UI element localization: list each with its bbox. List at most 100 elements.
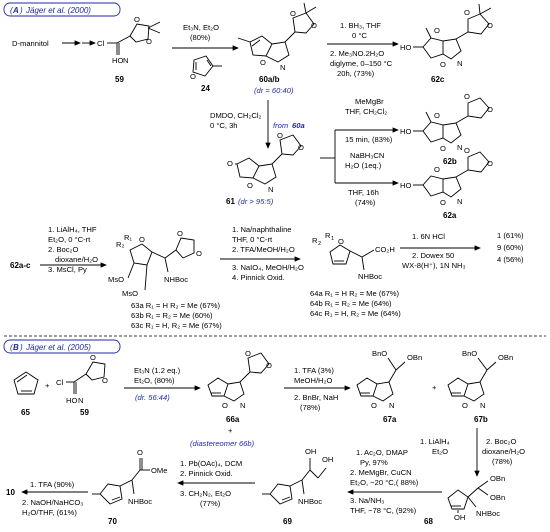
svg-text:N: N <box>78 396 83 405</box>
reagent-63-64-line2: THF, 0 °C-rt <box>232 235 273 244</box>
reagent-68-69-line5: 3. Na/NH₃ <box>350 496 384 505</box>
reagent-67-68-line1: 1. LiAlH₄ <box>420 437 450 446</box>
svg-text:OBn: OBn <box>490 493 505 502</box>
label-62ac: 62a-c <box>10 261 31 270</box>
reagent-62-63-line2: Et₂O, 0 °C-rt <box>48 235 91 244</box>
svg-text:N: N <box>389 401 394 410</box>
start-material: D-mannitol <box>12 39 49 48</box>
section-a-letter: A <box>12 6 19 15</box>
structure-70: O OMe NHBoc <box>92 448 167 506</box>
structure-67a: O N BnO OBn <box>356 349 422 410</box>
final-product-9: 9 (60%) <box>497 243 524 252</box>
label-24: 24 <box>201 84 210 93</box>
dr-66: (dr. 56:44) <box>135 393 170 402</box>
svg-text:O: O <box>440 60 446 69</box>
svg-text:O: O <box>137 448 143 457</box>
svg-text:R₂: R₂ <box>116 240 124 249</box>
reagent-66-67-line3: 2. BnBr, NaH <box>294 393 338 402</box>
svg-text:O: O <box>190 72 196 81</box>
reagent-66-67-line2: MeOH/H₂O <box>294 376 332 385</box>
compound-63a: 63a R₁ = H R₂ = Me (67%) <box>131 301 221 310</box>
svg-text:O: O <box>487 21 493 30</box>
reagent-63-64-line1: 1. Na/naphthaline <box>232 225 292 234</box>
label-67b: 67b <box>474 415 488 424</box>
svg-text:O: O <box>222 401 228 410</box>
reagent-70-10-line1: 1. TFA (90%) <box>30 480 75 489</box>
atom-mso: MsO <box>108 275 124 284</box>
section-b-author: Jäger et al. (2005) <box>25 343 91 352</box>
reagent-68-69-line4: Et₂O, −20 °C,( 88%) <box>350 478 419 487</box>
reagent-68-69-line2: Py, 97% <box>360 458 388 467</box>
svg-text:O: O <box>434 26 440 35</box>
structure-69: OH OH NHBoc <box>262 447 333 506</box>
structure-59-b: Cl HO N O O <box>56 353 108 405</box>
reagent-62-63-line3: 2. Boc₂O <box>48 245 78 254</box>
section-a-open-paren: ( <box>10 6 14 15</box>
from-60a-compound: 60a <box>292 121 305 130</box>
svg-text:O: O <box>196 249 202 258</box>
reagent-64-final-line3: WX-8(H⁺), 1N NH₃ <box>402 261 466 270</box>
svg-text:O: O <box>311 21 317 30</box>
svg-text:HO: HO <box>400 127 411 136</box>
section-b-close-paren: ) <box>19 343 23 352</box>
atom-oh-68: OH <box>454 513 465 522</box>
svg-text:O: O <box>227 159 233 168</box>
compound-64b: 64b R₁ = R₂ = Me (64%) <box>310 299 392 308</box>
atom-nhboc-63: NHBoc <box>164 275 188 284</box>
label-70: 70 <box>108 517 117 526</box>
reagent-69-70-line1: 1. Pb(OAc)₄, DCM <box>180 459 242 468</box>
svg-text:R₁: R₁ <box>124 233 132 242</box>
label-66a: 66a <box>226 415 240 424</box>
structure-62c: HO O O N O O <box>400 3 493 69</box>
reagent-66-67-line4: (78%) <box>300 403 321 412</box>
structure-59: Cl HO N O O <box>97 15 161 65</box>
svg-text:N: N <box>280 63 285 72</box>
reagent-60-61-line1: DMDO, CH₂Cl₂ <box>210 111 262 120</box>
svg-text:O: O <box>90 353 96 362</box>
reagent-61-62a-line4: (74%) <box>355 198 376 207</box>
reagent-64-final-line2: 2. Dowex 50 <box>412 251 454 260</box>
label-10: 10 <box>6 488 15 497</box>
svg-text:1: 1 <box>331 236 334 242</box>
svg-text:O: O <box>266 361 272 370</box>
svg-text:O: O <box>260 58 266 67</box>
compound-63c: 63c R₁ = H, R₂ = Me (67%) <box>131 321 222 330</box>
reagent-70-10-line3: H₂O/THF, (61%) <box>22 508 77 517</box>
reagent-63-64-line4: 3. NaIO₄, MeOH/H₂O <box>232 263 304 272</box>
reagent-67-68-line5: (78%) <box>492 457 513 466</box>
reagent-60-62c-line5: 20h, (73%) <box>337 69 375 78</box>
svg-text:O: O <box>247 181 253 190</box>
label-62c: 62c <box>431 75 445 84</box>
final-product-4: 4 (56%) <box>497 255 524 264</box>
svg-text:O: O <box>245 349 251 358</box>
structure-65 <box>13 371 39 395</box>
label-61: 61 <box>226 197 235 206</box>
reagent-60-62c-line3: 2. Me₃NO.2H₂O <box>330 49 384 58</box>
svg-text:O: O <box>146 37 152 46</box>
reagent-69-70-line4: (77%) <box>200 499 221 508</box>
svg-text:O: O <box>464 8 470 17</box>
reagent-68-69-line1: 1. Ac₂O, DMAP <box>356 448 408 457</box>
structure-66a: O N O O <box>207 349 272 410</box>
section-a: ( A ) Jäger et al. (2000) D-mannitol Cl … <box>3 2 524 330</box>
compound-64a: 64a R₁ = H R₂ = Me (67%) <box>310 289 400 298</box>
svg-text:O: O <box>440 144 446 153</box>
label-68: 68 <box>424 517 433 526</box>
reagent-62-63-line1: 1. LiAlH₄, THF <box>48 225 97 234</box>
svg-text:O: O <box>440 198 446 207</box>
structure-62b: HO O O N O O <box>400 92 493 153</box>
reagent-60-62c-line2: 0 °C <box>352 31 367 40</box>
svg-text:HO: HO <box>66 396 77 405</box>
diastereomer-66b: (diastereomer 66b) <box>190 439 255 448</box>
reagent-59-60-line2: (80%) <box>190 33 211 42</box>
svg-text:O: O <box>487 159 493 168</box>
atom-nhboc-70: NHBoc <box>128 497 152 506</box>
reagent-67-68-line3: 2. Boc₂O <box>486 437 516 446</box>
plus-65-59: + <box>45 381 50 390</box>
section-b-open-paren: ( <box>10 343 14 352</box>
svg-text:R: R <box>312 236 318 245</box>
atom-obn-68: OBn <box>490 474 505 483</box>
label-67a: 67a <box>383 415 397 424</box>
section-a-author: Jäger et al. (2000) <box>25 6 91 15</box>
svg-text:HO: HO <box>400 181 411 190</box>
